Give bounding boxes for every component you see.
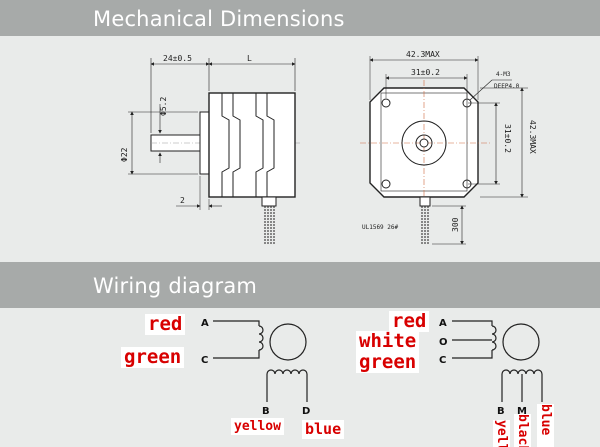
- label-red-4wire: red: [145, 314, 186, 335]
- motor-boss: [199, 111, 210, 175]
- label-white-6wire: white: [356, 331, 420, 352]
- hole-depth: DEEP4.0: [494, 83, 520, 90]
- dim-shaft-diameter: Φ5.2: [159, 97, 168, 116]
- hole-spec: 4-M3: [496, 71, 511, 78]
- coil-bd: [266, 369, 308, 375]
- rotor-6wire: [502, 323, 540, 361]
- terminal-6w-a: A: [439, 318, 447, 329]
- terminal-6w-m: M: [517, 406, 527, 417]
- label-blue-4wire: blue: [302, 420, 345, 439]
- wiring-header-band: [0, 262, 600, 308]
- mechanical-dimensions-title: Mechanical Dimensions: [93, 7, 345, 31]
- label-green-4wire: green: [121, 347, 185, 368]
- dim-lead-length: 300: [451, 217, 460, 232]
- front-view-drawing: [360, 56, 528, 245]
- terminal-6w-c: C: [439, 355, 446, 366]
- terminal-6w-o: O: [439, 337, 448, 348]
- wiring-4wire-diagram: [213, 320, 308, 402]
- label-green-6wire: green: [356, 352, 420, 373]
- label-blue-6wire: blue: [537, 404, 554, 447]
- rotor-4wire: [269, 323, 307, 361]
- terminal-d: D: [302, 406, 310, 417]
- dim-boss-diameter: Φ22: [120, 147, 129, 162]
- mount-hole-bl: [381, 179, 391, 189]
- dim-front-width: 42.3MAX: [406, 50, 440, 59]
- terminal-b: B: [262, 406, 270, 417]
- dim-hole-spacing-h: 31±0.2: [411, 68, 440, 77]
- dim-front-height: 42.3MAX: [528, 120, 537, 154]
- dim-body-length: L: [247, 54, 252, 63]
- side-lead-connector: [261, 196, 277, 207]
- dim-boss-depth: 2: [180, 196, 185, 205]
- dim-hole-spacing-v: 31±0.2: [503, 124, 512, 153]
- dim-shaft-length: 24±0.5: [163, 54, 192, 63]
- wiring-diagram-title: Wiring diagram: [93, 274, 258, 298]
- label-yellow-4wire: yellow: [231, 418, 284, 435]
- label-yellow-6wire: yellow: [493, 420, 510, 447]
- label-black-6wire: black: [514, 414, 531, 447]
- terminal-a: A: [201, 318, 209, 329]
- motor-body: [208, 92, 296, 198]
- wire-spec: UL1569 26#: [362, 224, 399, 231]
- side-view-drawing: [128, 58, 300, 244]
- coil-bmd: [501, 369, 543, 375]
- front-boss-circle: [401, 120, 447, 166]
- mechanical-header-band: [0, 0, 600, 36]
- wiring-6wire-diagram: [452, 320, 543, 402]
- coil-ac: [258, 325, 264, 351]
- front-lead-connector: [419, 196, 431, 207]
- terminal-6w-b: B: [497, 406, 505, 417]
- terminal-c: C: [201, 355, 208, 366]
- coil-aoc: [491, 325, 497, 351]
- mount-hole-tl: [381, 98, 391, 108]
- label-red-6wire: red: [389, 311, 430, 332]
